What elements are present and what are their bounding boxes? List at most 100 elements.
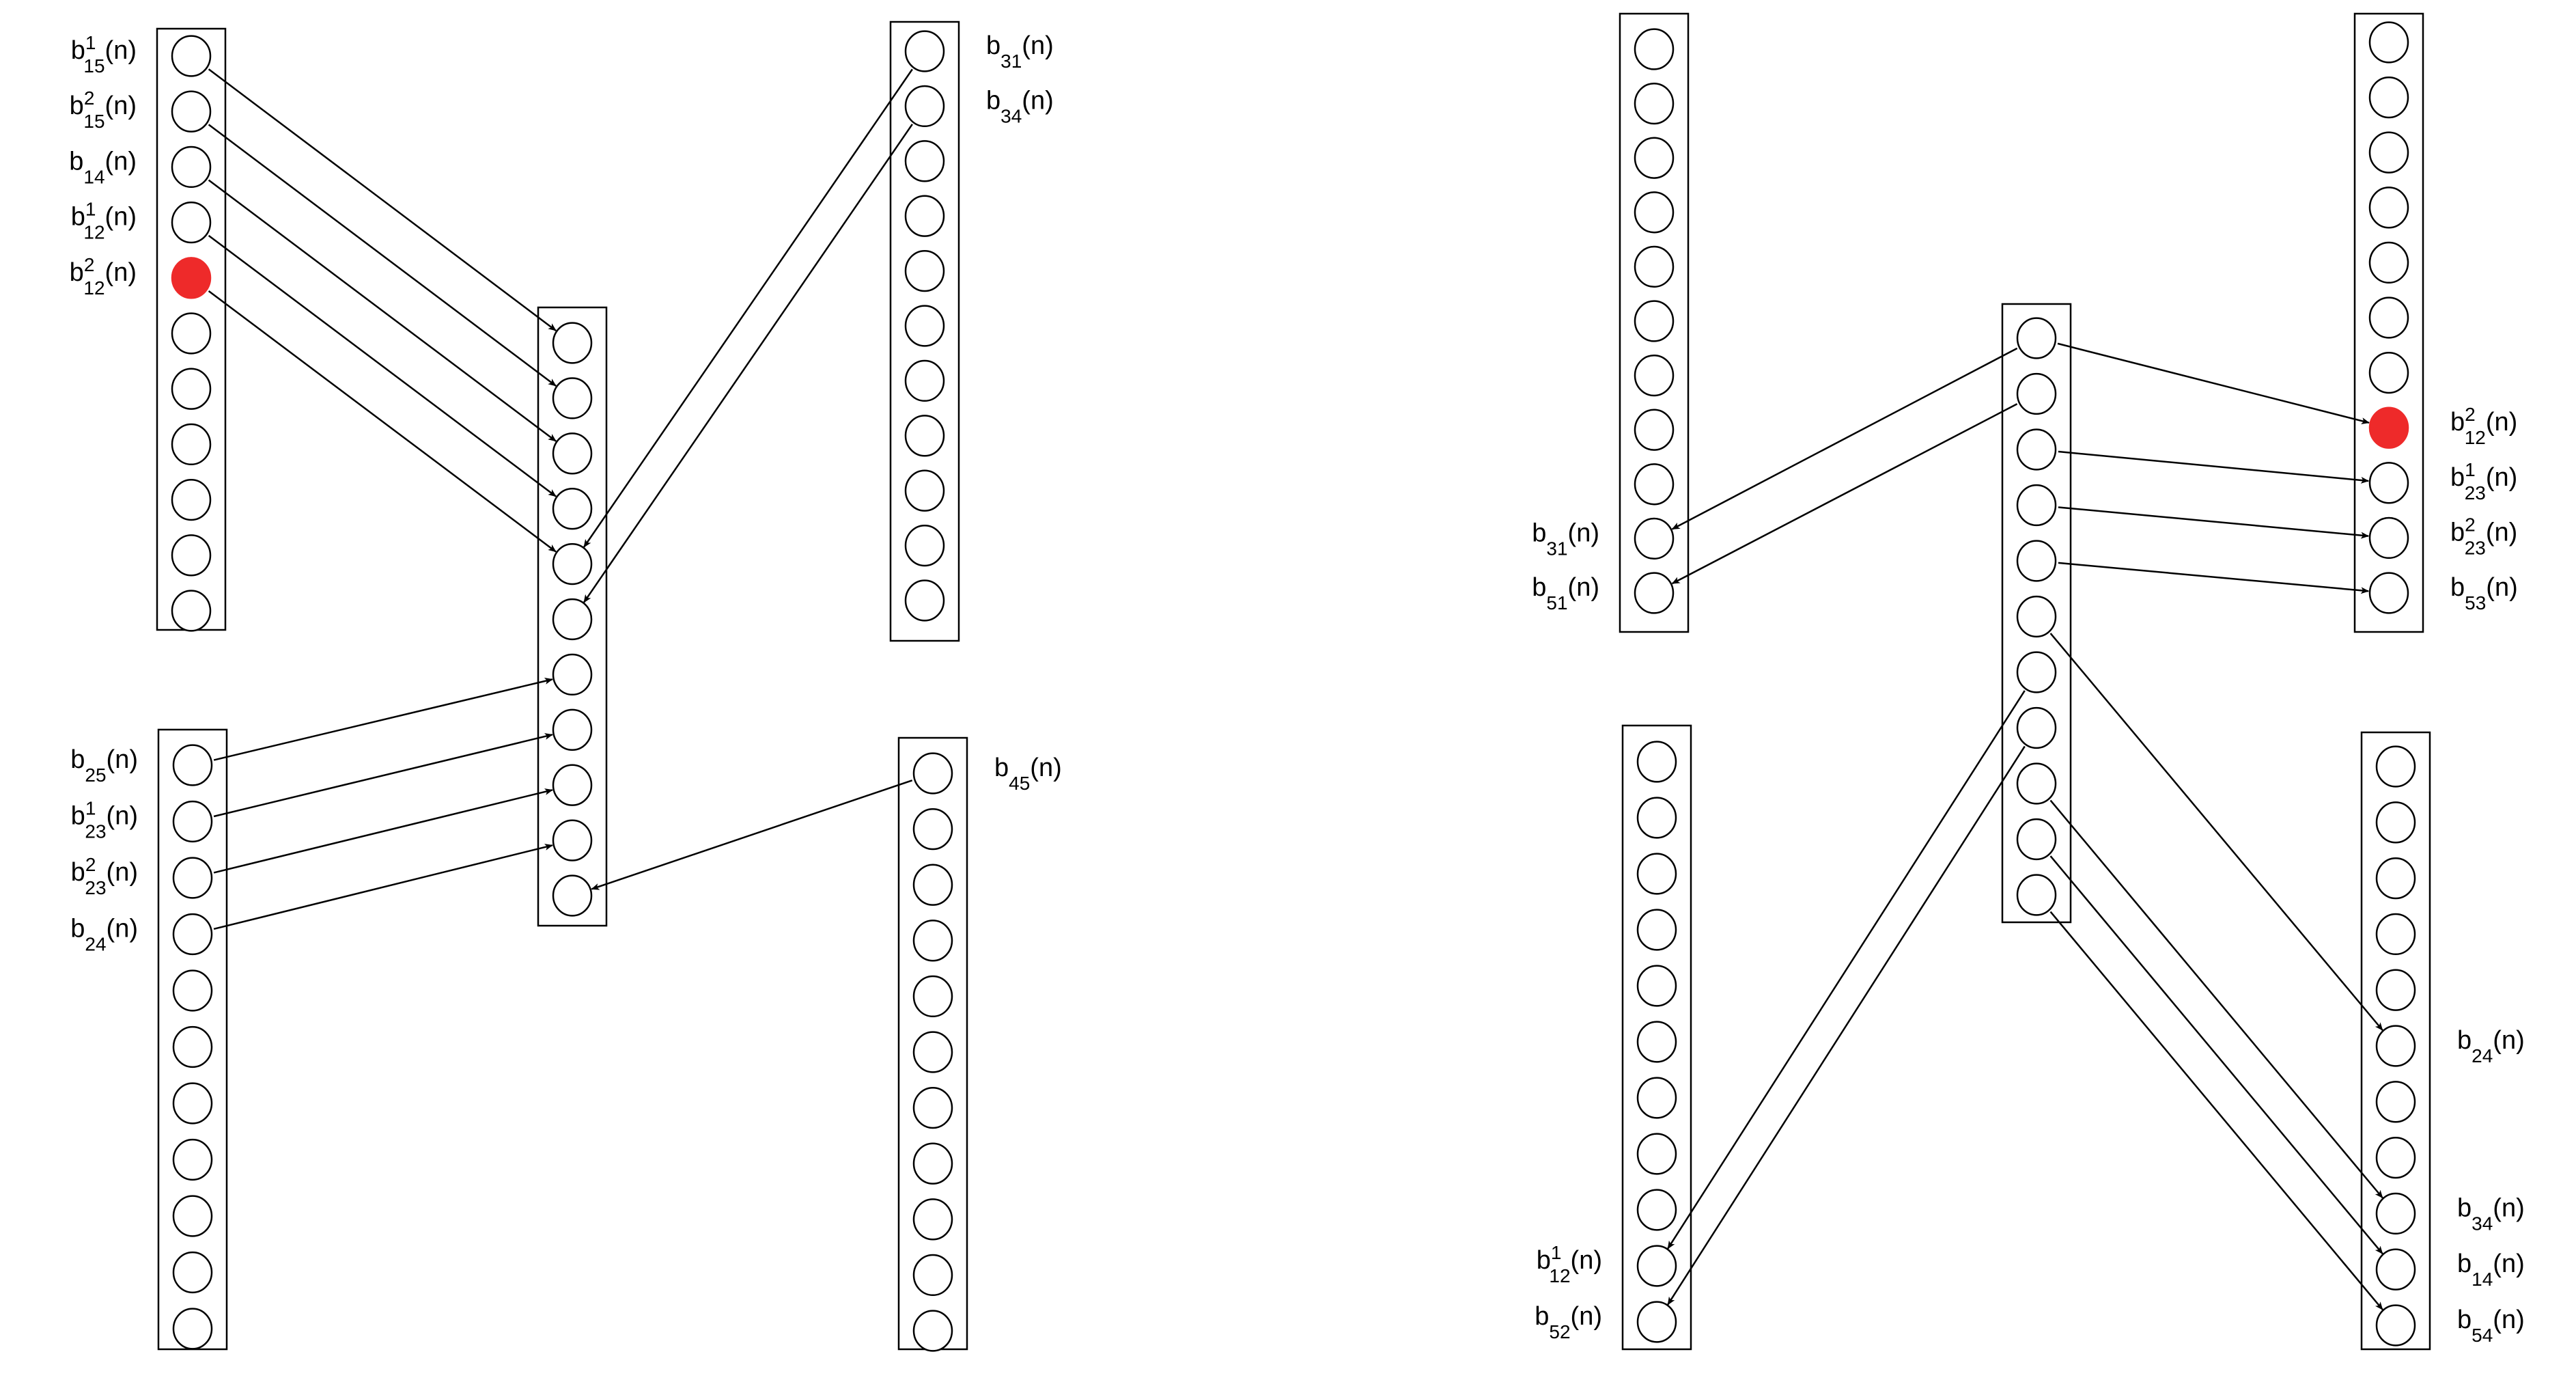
buffer-node [2375, 1025, 2416, 1067]
buffer-label: b45(n) [994, 754, 1062, 794]
buffer-node [1634, 82, 1675, 125]
buffer-node [2016, 428, 2057, 471]
buffer-node [904, 579, 945, 622]
buffer-node [904, 469, 945, 512]
buffer-node [912, 864, 953, 906]
buffer-node [172, 913, 213, 956]
buffer-node [912, 752, 953, 795]
buffer-node [1634, 300, 1675, 342]
buffer-node [2368, 21, 2409, 64]
buffer-node [2375, 969, 2416, 1011]
mapping-arrow [2049, 911, 2383, 1310]
buffer-node [912, 1254, 953, 1297]
mapping-arrow [2049, 799, 2383, 1199]
buffer-label: b54(n) [2457, 1306, 2525, 1346]
mapping-arrow [591, 779, 913, 890]
buffer-node [552, 322, 593, 364]
buffer-node [172, 1308, 213, 1350]
buffer-node [172, 969, 213, 1012]
buffer-node [2016, 818, 2057, 861]
buffer-node [2368, 296, 2409, 339]
buffer-label: b51(n) [1532, 573, 1599, 613]
buffer-node [172, 1251, 213, 1294]
buffer-node [1636, 1301, 1677, 1343]
buffer-node [1636, 1021, 1677, 1063]
mapping-arrow [2057, 342, 2370, 424]
buffer-node [2375, 1192, 2416, 1235]
buffer-node [552, 708, 593, 751]
buffer-label: b14(n) [69, 147, 137, 187]
buffer-node [2375, 1081, 2416, 1123]
buffer-node [1634, 28, 1675, 70]
buffer-label: b52(n) [1535, 1302, 1602, 1342]
buffer-node [2016, 706, 2057, 749]
mapping-arrow [2049, 633, 2383, 1031]
buffer-node [1636, 1077, 1677, 1119]
buffer-label: b34(n) [986, 86, 1054, 126]
buffer-node [1634, 137, 1675, 179]
buffer-node [1636, 1245, 1677, 1287]
stack-l-bottomleft [157, 728, 228, 1351]
buffer-node [904, 359, 945, 402]
mapping-arrow [1671, 347, 2018, 530]
stack-r-topleft [1619, 12, 1690, 633]
mapping-arrow [208, 68, 557, 331]
buffer-node [912, 1142, 953, 1185]
buffer-node [912, 1031, 953, 1073]
buffer-node [2368, 572, 2409, 614]
buffer-node [2368, 516, 2409, 560]
stack-r-bottomleft [1621, 724, 1692, 1351]
buffer-node [1634, 191, 1675, 234]
buffer-node [171, 90, 212, 133]
buffer-node [552, 542, 593, 585]
mapping-arrow [208, 290, 557, 553]
highlighted-node [171, 257, 212, 299]
mapping-arrow [2058, 506, 2370, 539]
buffer-node [1634, 463, 1675, 506]
buffer-node [904, 85, 945, 128]
stack-r-center [2001, 303, 2072, 924]
buffer-node [1636, 909, 1677, 951]
mapping-arrow [208, 124, 557, 387]
buffer-node [171, 368, 212, 410]
buffer-node [2016, 317, 2057, 359]
buffer-node [552, 819, 593, 861]
buffer-node [904, 140, 945, 182]
stack-r-bottomright [2360, 731, 2431, 1351]
buffer-node [172, 857, 213, 899]
buffer-node [2368, 187, 2409, 229]
buffer-label: b14(n) [2457, 1250, 2525, 1290]
buffer-node [1636, 1189, 1677, 1231]
buffer-node [2375, 1136, 2416, 1179]
buffer-node [2016, 484, 2057, 527]
buffer-node [904, 249, 945, 292]
mapping-arrow [213, 678, 553, 761]
stack-l-topright [889, 20, 960, 642]
buffer-label: b34(n) [2457, 1193, 2525, 1234]
buffer-node [904, 415, 945, 457]
buffer-node [1634, 409, 1675, 451]
buffer-label: b31(n) [1532, 519, 1599, 559]
buffer-node [171, 146, 212, 189]
buffer-node [2375, 745, 2416, 788]
buffer-node [2016, 762, 2057, 805]
buffer-node [904, 524, 945, 567]
buffer-node [172, 744, 213, 786]
buffer-node [1634, 572, 1675, 614]
mapping-arrow [1667, 745, 2026, 1306]
buffer-node [172, 1195, 213, 1237]
buffer-node [912, 1198, 953, 1241]
mapping-arrow [583, 124, 913, 603]
buffer-node [2368, 462, 2409, 504]
mapping-arrow [583, 68, 913, 548]
buffer-node [552, 598, 593, 641]
mapping-arrow [213, 788, 553, 874]
